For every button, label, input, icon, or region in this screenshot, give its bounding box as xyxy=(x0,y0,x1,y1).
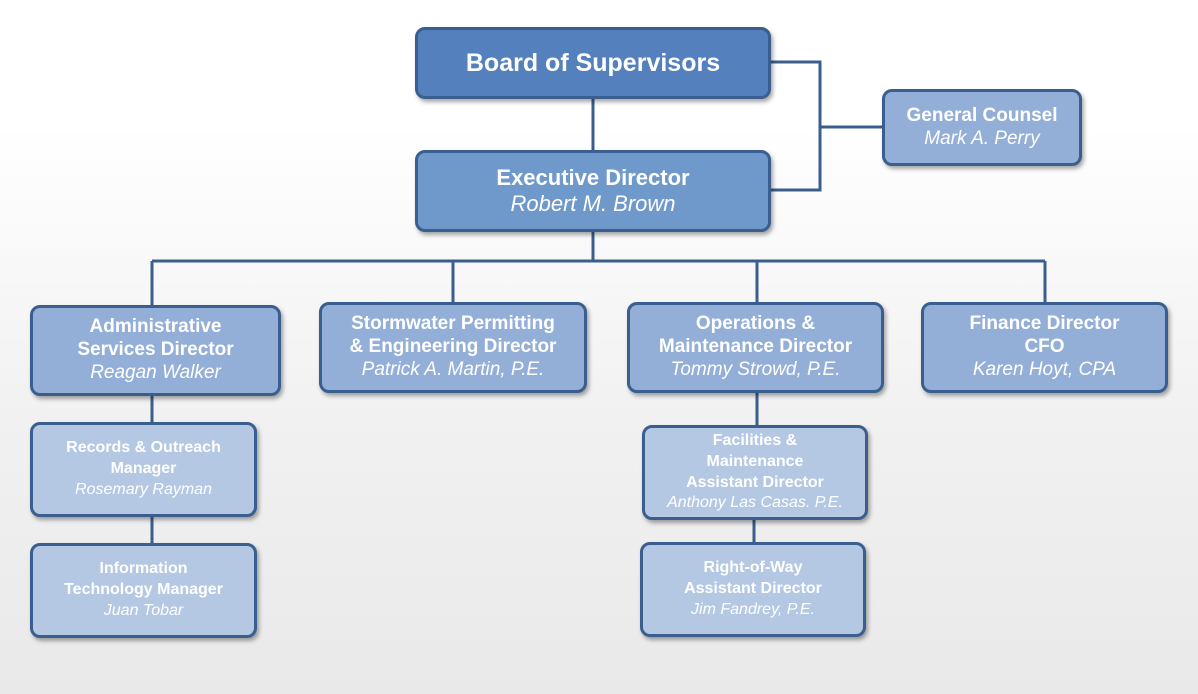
general-counsel-box: General Counsel Mark A. Perry xyxy=(882,89,1082,166)
records-title-line1: Records & Outreach xyxy=(66,439,221,457)
finance-director-box: Finance Director CFO Karen Hoyt, CPA xyxy=(921,302,1168,393)
row-title-line1: Right-of-Way xyxy=(703,559,803,577)
admin-title-line1: Administrative xyxy=(89,316,222,338)
admin-services-director-box: Administrative Services Director Reagan … xyxy=(30,305,281,396)
it-title-line1: Information xyxy=(99,560,188,578)
stormwater-title-line1: Stormwater Permitting xyxy=(351,313,555,335)
board-title: Board of Supervisors xyxy=(465,49,721,77)
stormwater-name: Patrick A. Martin, P.E. xyxy=(361,358,545,380)
facilities-title-line1: Facilities & xyxy=(712,431,798,449)
finance-title-line1: Finance Director xyxy=(969,313,1120,335)
counsel-title: General Counsel xyxy=(906,104,1058,126)
facilities-title-line2: Maintenance xyxy=(706,452,804,470)
admin-name: Reagan Walker xyxy=(90,361,221,383)
finance-name: Karen Hoyt, CPA xyxy=(972,358,1117,380)
facilities-title-line3: Assistant Director xyxy=(686,473,824,491)
facilities-name: Anthony Las Casas. P.E. xyxy=(667,494,843,512)
executive-director-box: Executive Director Robert M. Brown xyxy=(415,150,771,232)
row-title-line2: Assistant Director xyxy=(684,580,822,598)
executive-name: Robert M. Brown xyxy=(510,191,676,216)
operations-name: Tommy Strowd, P.E. xyxy=(670,358,841,380)
connector-counsel xyxy=(770,60,822,192)
right-of-way-assistant-director-box: Right-of-Way Assistant Director Jim Fand… xyxy=(640,542,866,637)
finance-title-line2: CFO xyxy=(1024,336,1065,358)
stormwater-title-line2: & Engineering Director xyxy=(349,336,557,358)
operations-title-line2: Maintenance Director xyxy=(658,336,853,358)
counsel-name: Mark A. Perry xyxy=(924,127,1040,149)
admin-title-line2: Services Director xyxy=(77,339,234,361)
it-manager-box: Information Technology Manager Juan Toba… xyxy=(30,543,257,638)
operations-director-box: Operations & Maintenance Director Tommy … xyxy=(627,302,884,393)
operations-title-line1: Operations & xyxy=(695,313,816,335)
records-outreach-manager-box: Records & Outreach Manager Rosemary Raym… xyxy=(30,422,257,517)
stormwater-director-box: Stormwater Permitting & Engineering Dire… xyxy=(319,302,587,393)
facilities-assistant-director-box: Facilities & Maintenance Assistant Direc… xyxy=(642,425,868,520)
executive-title: Executive Director xyxy=(496,164,690,190)
records-name: Rosemary Rayman xyxy=(75,480,212,498)
it-name: Juan Tobar xyxy=(103,601,184,619)
row-name: Jim Fandrey, P.E. xyxy=(691,600,815,618)
records-title-line2: Manager xyxy=(110,460,177,478)
board-of-supervisors-box: Board of Supervisors xyxy=(415,27,771,99)
it-title-line2: Technology Manager xyxy=(64,581,223,599)
